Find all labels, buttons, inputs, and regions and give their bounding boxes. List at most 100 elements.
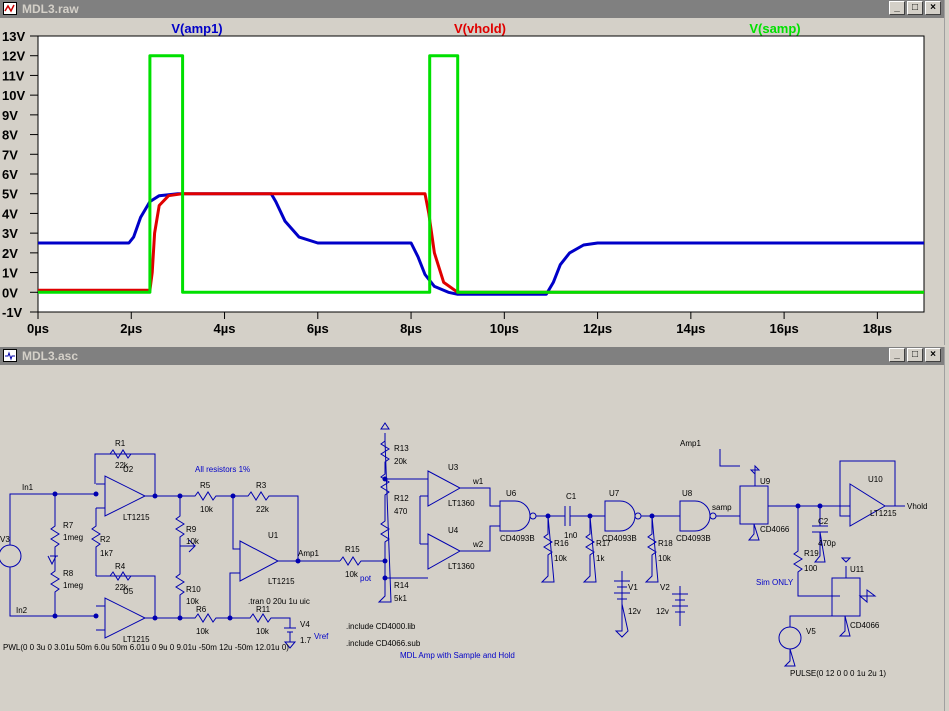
comp-r18-val: 10k bbox=[658, 554, 672, 563]
comp-u2-type: LT1215 bbox=[123, 513, 150, 522]
comment-all-resistors: All resistors 1% bbox=[195, 465, 250, 474]
trace-label[interactable]: V(vhold) bbox=[454, 21, 506, 36]
close-button[interactable]: × bbox=[925, 348, 941, 362]
comp-r16-val: 10k bbox=[554, 554, 568, 563]
comp-u11: U11 bbox=[850, 565, 865, 574]
trace-vvhold[interactable] bbox=[38, 192, 924, 294]
include-cd4066: .include CD4066.sub bbox=[346, 639, 421, 648]
y-tick-label: 1V bbox=[2, 266, 18, 281]
comp-r9: R9 bbox=[186, 525, 197, 534]
comp-u9: U9 bbox=[760, 477, 771, 486]
comp-v1: V1 bbox=[628, 583, 638, 592]
comp-c2-val: 470p bbox=[818, 539, 836, 548]
comp-r10-val: 10k bbox=[186, 597, 200, 606]
x-tick-label: 2µs bbox=[120, 321, 142, 336]
y-tick-label: 7V bbox=[2, 147, 18, 162]
label-pot: pot bbox=[360, 574, 372, 583]
comp-r6: R6 bbox=[196, 605, 207, 614]
comp-r5-val: 10k bbox=[200, 505, 214, 514]
plot-area[interactable] bbox=[37, 35, 925, 313]
comp-r18: R18 bbox=[658, 539, 673, 548]
comp-v4-val: 1.7 bbox=[300, 636, 312, 645]
comp-v1-val: 12v bbox=[628, 607, 641, 616]
comp-u3-type: LT1360 bbox=[448, 499, 475, 508]
schematic-window-titlebar[interactable]: MDL3.asc _ □ × bbox=[0, 347, 945, 365]
comp-r14: R14 bbox=[394, 581, 409, 590]
maximize-button[interactable]: □ bbox=[907, 348, 923, 362]
comp-r2-val: 1k7 bbox=[100, 549, 113, 558]
comp-c2: C2 bbox=[818, 517, 829, 526]
comp-u4: U4 bbox=[448, 526, 459, 535]
plot-window[interactable]: MDL3.raw _ □ × V(amp1)V(vhold)V(samp) 13… bbox=[0, 0, 949, 345]
comp-u1: U1 bbox=[268, 531, 279, 540]
plot-window-titlebar[interactable]: MDL3.raw _ □ × bbox=[0, 0, 945, 18]
minimize-button[interactable]: _ bbox=[889, 1, 905, 15]
net-label-in2: In2 bbox=[16, 606, 28, 615]
y-tick-label: -1V bbox=[2, 305, 23, 320]
comp-r2: R2 bbox=[100, 535, 111, 544]
schematic-app-icon bbox=[3, 349, 17, 362]
schematic-canvas[interactable]: In1 In2 V3 R7 1meg R8 1meg R1 22k U2 LT1… bbox=[0, 366, 945, 711]
comp-r5: R5 bbox=[200, 481, 211, 490]
schematic-scrollbar[interactable] bbox=[944, 347, 949, 711]
comp-v5: V5 bbox=[806, 627, 816, 636]
comp-r3-val: 22k bbox=[256, 505, 270, 514]
trace-label[interactable]: V(samp) bbox=[749, 21, 800, 36]
trace-label[interactable]: V(amp1) bbox=[171, 21, 222, 36]
comp-u1-type: LT1215 bbox=[268, 577, 295, 586]
y-tick-label: 11V bbox=[2, 68, 25, 83]
comp-r15: R15 bbox=[345, 545, 360, 554]
comp-u10-type: LT1215 bbox=[870, 509, 897, 518]
comp-v3: V3 bbox=[0, 535, 10, 544]
y-tick-label: 10V bbox=[2, 88, 25, 103]
y-tick-label: 5V bbox=[2, 187, 18, 202]
caption-mdl-amp: MDL Amp with Sample and Hold bbox=[400, 651, 515, 660]
comp-r4: R4 bbox=[115, 562, 126, 571]
x-tick-label: 10µs bbox=[490, 321, 519, 336]
comp-r7-val: 1meg bbox=[63, 533, 83, 542]
comp-r17: R17 bbox=[596, 539, 611, 548]
comp-u9-type: CD4066 bbox=[760, 525, 790, 534]
comp-r11-val: 10k bbox=[256, 627, 270, 636]
comp-v4: V4 bbox=[300, 620, 310, 629]
net-label-amp1-b: Amp1 bbox=[680, 439, 701, 448]
schematic-window[interactable]: MDL3.asc _ □ × bbox=[0, 347, 949, 711]
y-tick-label: 9V bbox=[2, 108, 18, 123]
pulse-directive: PULSE(0 12 0 0 0 1u 2u 1) bbox=[790, 669, 886, 678]
waveform-plot[interactable]: V(amp1)V(vhold)V(samp) 13V12V11V10V9V8V7… bbox=[0, 19, 945, 345]
label-sim-only: Sim ONLY bbox=[756, 578, 794, 587]
comp-r16: R16 bbox=[554, 539, 569, 548]
net-label-amp1: Amp1 bbox=[298, 549, 319, 558]
comp-r8-val: 1meg bbox=[63, 581, 83, 590]
comp-c1: C1 bbox=[566, 492, 577, 501]
comp-r14-val: 5k1 bbox=[394, 594, 407, 603]
comp-u5: U5 bbox=[123, 587, 134, 596]
comp-v2-val: 12v bbox=[656, 607, 669, 616]
waveform-app-icon bbox=[3, 2, 17, 15]
pwl-directive: PWL(0 0 3u 0 3.01u 50m 6.0u 50m 6.01u 0 … bbox=[3, 643, 289, 652]
comp-r6-val: 10k bbox=[196, 627, 210, 636]
minimize-button[interactable]: _ bbox=[889, 348, 905, 362]
comp-r19: R19 bbox=[804, 549, 819, 558]
maximize-button[interactable]: □ bbox=[907, 1, 923, 15]
y-tick-label: 12V bbox=[2, 49, 25, 64]
close-button[interactable]: × bbox=[925, 1, 941, 15]
comp-u6-type: CD4093B bbox=[500, 534, 535, 543]
comp-c1-val: 1n0 bbox=[564, 531, 578, 540]
comp-u10: U10 bbox=[868, 475, 883, 484]
y-tick-label: 8V bbox=[2, 128, 18, 143]
y-tick-label: 0V bbox=[2, 285, 18, 300]
trace-vsamp[interactable] bbox=[38, 54, 924, 294]
plot-scrollbar[interactable] bbox=[944, 0, 949, 345]
x-tick-label: 6µs bbox=[307, 321, 329, 336]
comp-r3: R3 bbox=[256, 481, 267, 490]
comp-u7: U7 bbox=[609, 489, 620, 498]
x-tick-label: 14µs bbox=[676, 321, 705, 336]
x-tick-label: 12µs bbox=[583, 321, 612, 336]
y-tick-label: 2V bbox=[2, 246, 18, 261]
comp-u11-type: CD4066 bbox=[850, 621, 880, 630]
x-tick-label: 0µs bbox=[27, 321, 49, 336]
comp-u6: U6 bbox=[506, 489, 517, 498]
tran-directive: .tran 0 20u 1u uic bbox=[248, 597, 310, 606]
comp-r11: R11 bbox=[256, 605, 271, 614]
